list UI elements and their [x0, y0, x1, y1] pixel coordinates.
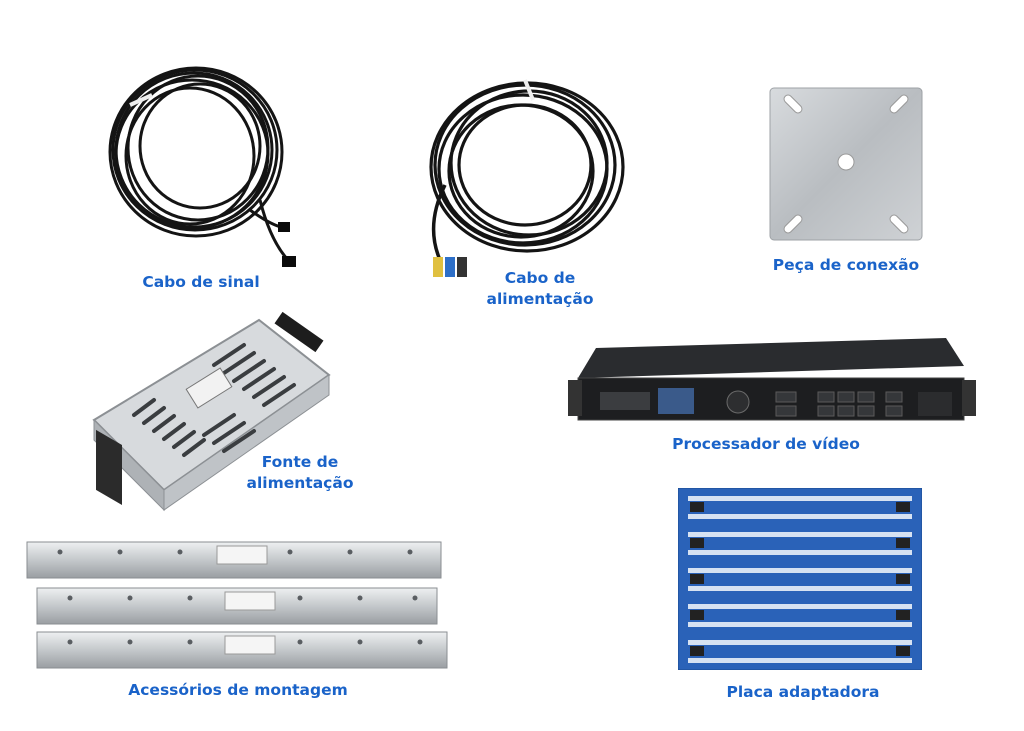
power-supply-label-line1: Fonte de — [261, 453, 339, 471]
connection-plate-image — [768, 86, 924, 242]
video-processor-image — [566, 336, 978, 426]
signal-cable-image — [100, 50, 300, 275]
signal-cable-label: Cabo de sinal — [142, 273, 260, 291]
power-cable-label-line1: Cabo de — [504, 269, 576, 287]
mounting-accessories-label: Acessórios de montagem — [128, 681, 348, 699]
mounting-accessories-image — [25, 538, 450, 673]
adapter-board-image — [678, 488, 922, 670]
power-cable-label-line2: alimentação — [486, 290, 594, 308]
power-supply-label-line2: alimentação — [246, 474, 354, 492]
power-supply-image — [84, 305, 336, 515]
video-processor-label: Processador de vídeo — [672, 435, 860, 453]
cropped-heading — [22, 0, 172, 6]
power-supply-label: Fonte de alimentação — [230, 452, 370, 494]
power-cable-image — [405, 75, 630, 290]
connection-piece-label: Peça de conexão — [772, 256, 920, 274]
power-cable-label: Cabo de alimentação — [470, 268, 610, 310]
adapter-board-label: Placa adaptadora — [726, 683, 880, 701]
